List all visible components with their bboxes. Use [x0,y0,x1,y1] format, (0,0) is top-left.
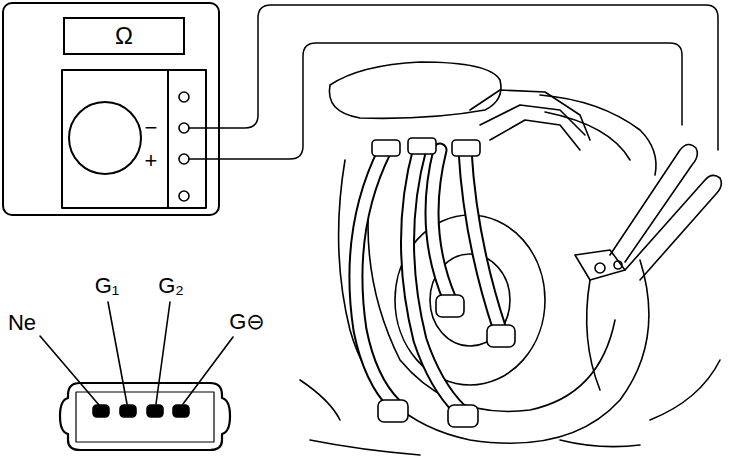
terminal-polarity: − [144,117,159,139]
display-window: Ω [63,17,185,55]
pin-name: G₂ [157,275,185,297]
pin-name: G⊖ [228,311,266,333]
terminal-polarity: + [144,150,159,172]
pin-name: G₁ [94,275,121,297]
pin-name: Ne [7,312,37,334]
unit-symbol: Ω [115,24,133,48]
